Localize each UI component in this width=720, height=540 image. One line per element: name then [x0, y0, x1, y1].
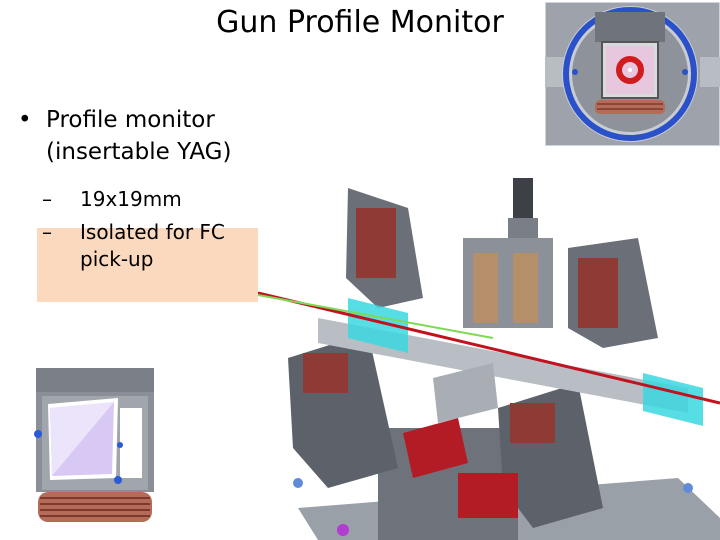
- bullet-text: Profile monitor (insertable YAG): [46, 107, 232, 165]
- sub-bullet-list: – 19x19mm – Isolated for FC pick-up: [18, 186, 268, 273]
- slide-title: Gun Profile Monitor: [216, 5, 504, 40]
- screen-holder-image: [34, 368, 154, 522]
- bullet-list: • Profile monitor (insertable YAG) – 19x…: [18, 104, 268, 279]
- sub-bullet-size: – 19x19mm: [42, 186, 268, 213]
- bullet-profile-monitor: • Profile monitor (insertable YAG): [18, 104, 268, 168]
- bullet-dot-icon: •: [18, 107, 32, 133]
- yag-viewport-image: [545, 2, 720, 146]
- dash-icon: –: [42, 187, 52, 211]
- beamline-cad-image: [258, 178, 720, 540]
- highlight-box: [37, 228, 258, 302]
- sub-bullet-text: 19x19mm: [80, 187, 182, 211]
- sub-bullet-isolated: – Isolated for FC pick-up: [42, 219, 268, 273]
- sub-bullet-text: Isolated for FC pick-up: [80, 220, 225, 271]
- dash-icon: –: [42, 220, 52, 244]
